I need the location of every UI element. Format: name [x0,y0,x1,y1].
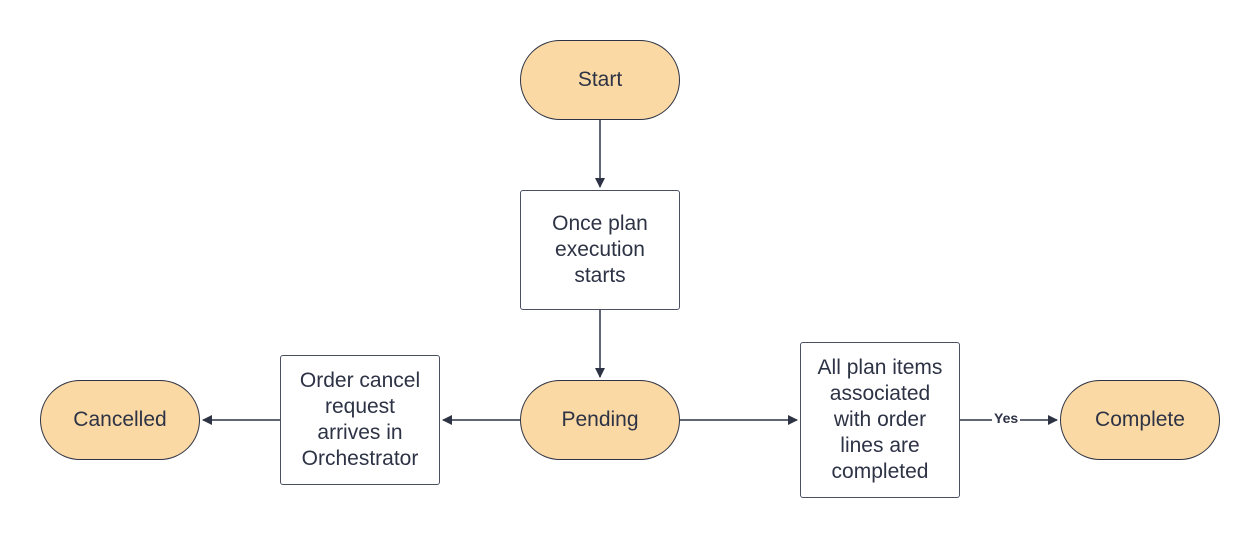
cancel-request-node: Order cancel request arrives in Orchestr… [280,355,440,485]
plan-execution-node: Once plan execution starts [520,190,680,310]
cancelled-node: Cancelled [40,380,200,460]
complete-node: Complete [1060,380,1220,460]
edge-label-yes: Yes [992,410,1021,426]
pending-node: Pending [520,380,680,460]
items-completed-node: All plan items associated with order lin… [800,342,960,498]
start-node: Start [520,40,680,120]
